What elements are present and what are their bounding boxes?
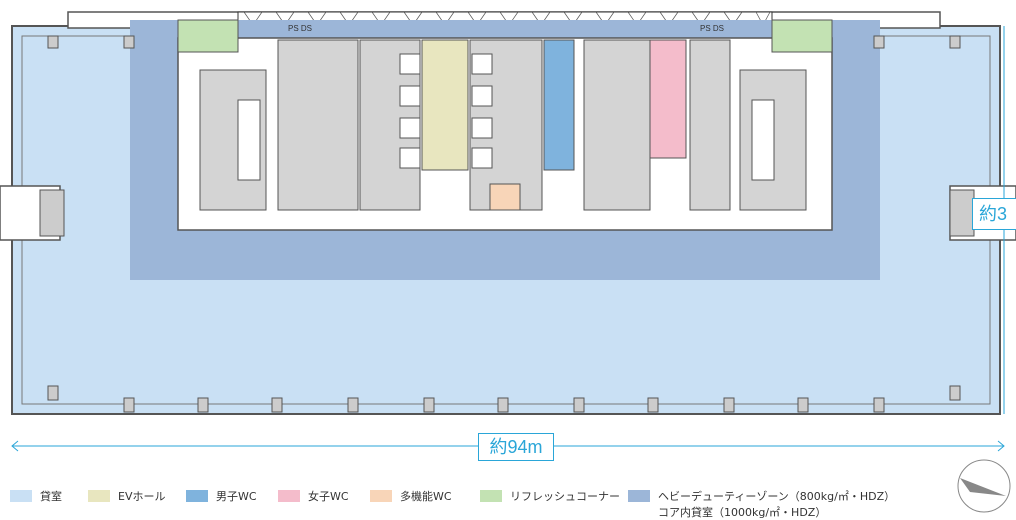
- legend-sub-label: コア内貸室（1000kg/㎡・HDZ）: [658, 506, 827, 519]
- width-dimension-label: 約94m: [478, 433, 554, 461]
- legend-swatch: [278, 490, 300, 502]
- legend-label: 女子WC: [308, 490, 349, 503]
- refresh-corner-left: [177, 19, 239, 53]
- core-blocks: [199, 39, 807, 211]
- legend-item-ev-hall: EVホール: [88, 488, 165, 504]
- legend-swatch: [10, 490, 32, 502]
- legend: 貸室 EVホール 男子WC 女子WC 多機能WC リフレッシュコーナー ヘビーデ…: [0, 484, 1016, 519]
- columns: [47, 35, 961, 413]
- legend-item-refresh-corner: リフレッシュコーナー: [480, 488, 620, 504]
- refresh-corner-right: [771, 19, 833, 53]
- legend-item-heavy-duty-zone: ヘビーデューティーゾーン（800kg/㎡・HDZ）: [628, 488, 895, 504]
- legend-item-womens-wc: 女子WC: [278, 488, 349, 504]
- legend-label: 多機能WC: [400, 490, 452, 503]
- legend-swatch: [88, 490, 110, 502]
- north-arrow-icon: [957, 459, 1011, 513]
- legend-label: ヘビーデューティーゾーン（800kg/㎡・HDZ）: [658, 490, 896, 503]
- legend-swatch: [370, 490, 392, 502]
- legend-label: リフレッシュコーナー: [510, 490, 620, 503]
- legend-label: EVホール: [118, 490, 166, 503]
- legend-label: 貸室: [40, 490, 62, 503]
- left-shaft-label: PS DS: [288, 24, 312, 33]
- legend-item-mens-wc: 男子WC: [186, 488, 257, 504]
- right-shaft-label: PS DS: [700, 24, 724, 33]
- left-entrance-box: [39, 189, 65, 237]
- legend-item-rental: 貸室: [10, 488, 62, 504]
- right-entrance-box: [949, 189, 975, 237]
- legend-label: 男子WC: [216, 490, 257, 503]
- legend-swatch: [480, 490, 502, 502]
- legend-swatch: [186, 490, 208, 502]
- elevator-cars: [399, 53, 493, 169]
- legend-swatch: [628, 490, 650, 502]
- legend-item-accessible-wc: 多機能WC: [370, 488, 452, 504]
- depth-dimension-label: 約3: [972, 198, 1016, 230]
